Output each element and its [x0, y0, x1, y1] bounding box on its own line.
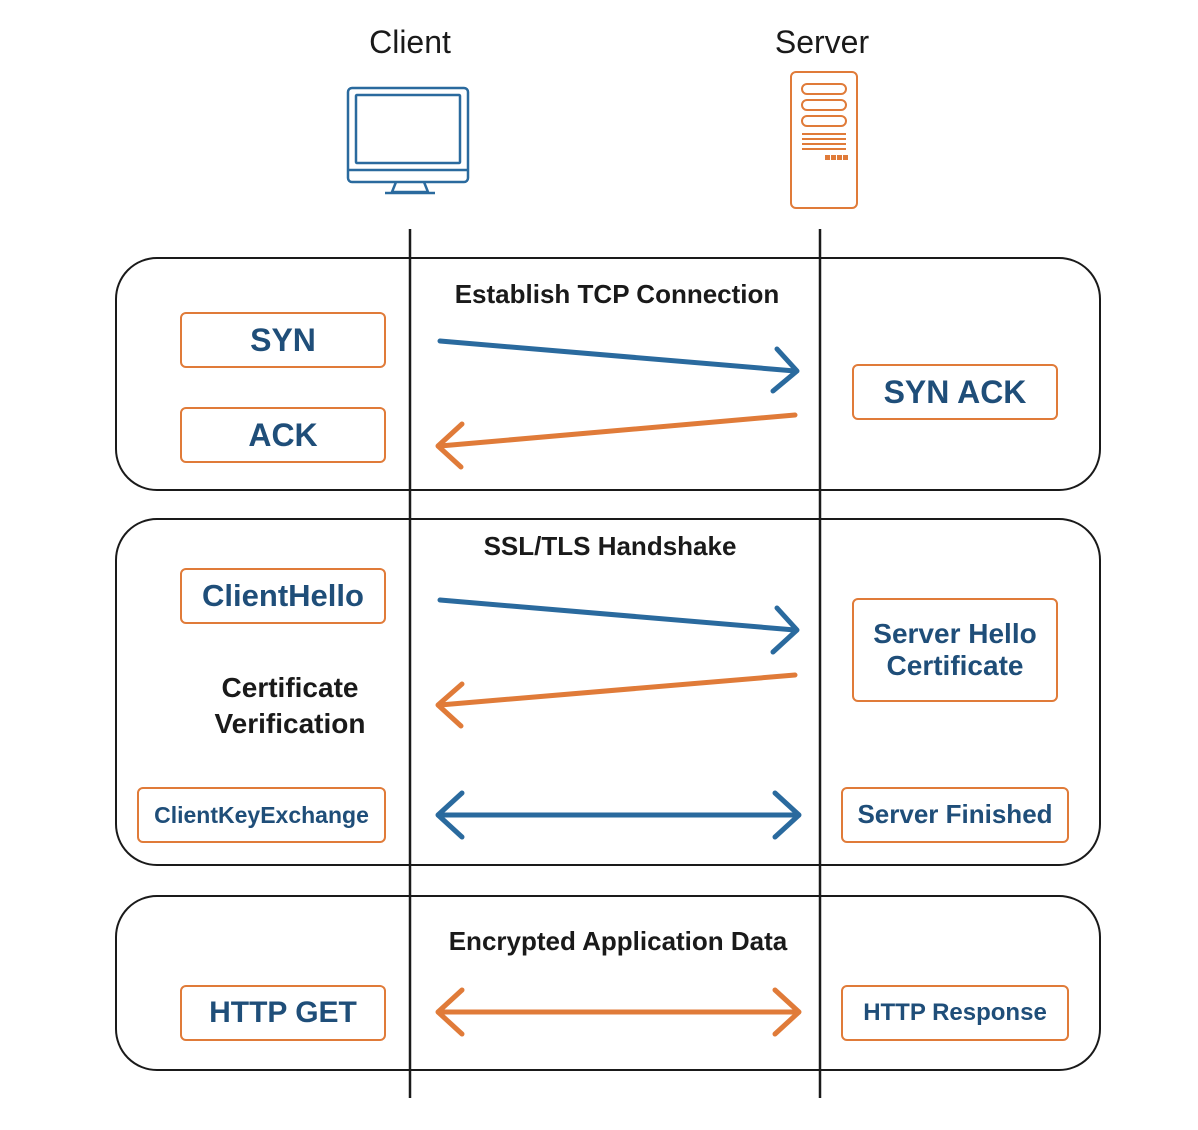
syn-ack-message: SYN ACK — [852, 364, 1058, 420]
certificate-verification-line1: Certificate — [221, 672, 359, 703]
server-title: Server — [774, 24, 870, 60]
certificate-verification-note: Certificate Verification — [190, 670, 390, 743]
tls-phase-box — [115, 518, 1101, 866]
data-phase-box — [115, 895, 1101, 1071]
http-response-message: HTTP Response — [841, 985, 1069, 1041]
syn-ack-arrow — [435, 412, 798, 470]
server-hello-line2: Certificate — [886, 650, 1024, 681]
syn-arrow — [437, 338, 800, 394]
server-tower-icon — [790, 71, 858, 209]
http-get-message: HTTP GET — [180, 985, 386, 1041]
monitor-icon — [346, 86, 470, 195]
syn-message: SYN — [180, 312, 386, 368]
server-hello-arrow — [435, 672, 798, 729]
tcp-phase-box — [115, 257, 1101, 491]
ack-message: ACK — [180, 407, 386, 463]
client-key-exchange-message: ClientKeyExchange — [137, 787, 386, 843]
certificate-verification-line2: Verification — [214, 708, 366, 740]
client-hello-arrow — [437, 597, 800, 655]
client-title: Client — [369, 24, 451, 60]
data-phase-title: Encrypted Application Data — [448, 926, 788, 956]
key-exchange-arrow — [435, 790, 802, 840]
server-hello-line1: Server Hello — [873, 617, 1037, 649]
tls-phase-title: SSL/TLS Handshake — [483, 531, 737, 561]
server-hello-certificate-message: Server Hello Certificate — [852, 598, 1058, 702]
server-finished-message: Server Finished — [841, 787, 1069, 843]
client-hello-message: ClientHello — [180, 568, 386, 624]
tcp-phase-title: Establish TCP Connection — [454, 279, 780, 309]
application-data-arrow — [435, 987, 802, 1037]
